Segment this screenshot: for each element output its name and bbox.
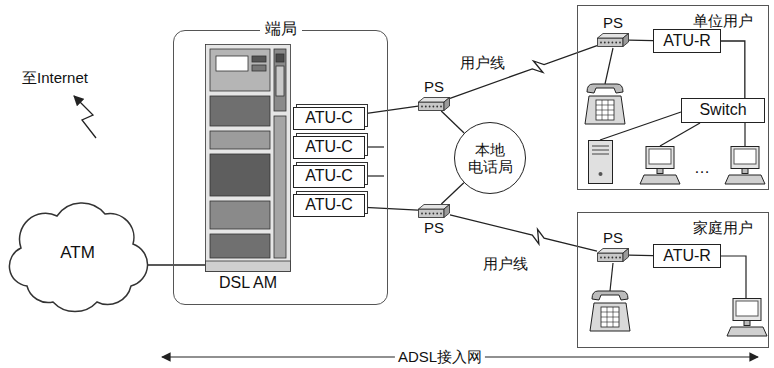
port-wire bbox=[366, 146, 384, 147]
label-patch: … bbox=[691, 159, 713, 177]
splitter-device bbox=[418, 204, 450, 218]
splitter-label: PS bbox=[603, 14, 623, 32]
box-label: Switch bbox=[699, 101, 746, 119]
lan-wire bbox=[721, 256, 746, 298]
splitter: PS bbox=[591, 229, 635, 262]
box-label: ATU-C bbox=[305, 167, 353, 185]
telephone-exchange: 本地 电话局 bbox=[454, 122, 526, 194]
switch-box: Switch bbox=[681, 98, 765, 123]
splitter-device bbox=[418, 97, 450, 111]
line-connector bbox=[441, 183, 463, 204]
group-title: 单位用户 bbox=[693, 12, 753, 29]
label-patch: 至Internet bbox=[19, 69, 91, 86]
box-label: ATU-C bbox=[305, 138, 353, 156]
splitter-label: PS bbox=[603, 229, 623, 247]
modem-box: ATU-C bbox=[293, 194, 365, 217]
lan-wire bbox=[744, 123, 745, 146]
title-patch: 家庭用户 bbox=[688, 219, 758, 236]
group-title: 端局 bbox=[265, 20, 297, 37]
wires bbox=[366, 48, 746, 298]
box-label: ATU-C bbox=[305, 109, 353, 127]
group-title: 家庭用户 bbox=[693, 219, 753, 236]
rack-illustration bbox=[205, 44, 291, 272]
phone-wire bbox=[605, 48, 613, 84]
computer-icon bbox=[640, 147, 680, 185]
user-site-box: 单位用户 PS ATU-R Switch bbox=[577, 5, 769, 190]
modem-box: ATU-C bbox=[293, 136, 365, 159]
splitter-device bbox=[597, 33, 629, 47]
line-connector bbox=[365, 207, 418, 210]
dslam-rack: DSL AM bbox=[205, 44, 291, 292]
modem-box: ATU-R bbox=[653, 244, 721, 268]
computer-icon bbox=[727, 299, 767, 337]
modem-box: ATU-C bbox=[293, 165, 365, 188]
label-patch: 用户线 bbox=[457, 54, 508, 71]
title-patch: 单位用户 bbox=[688, 12, 758, 29]
line-connector bbox=[450, 46, 597, 99]
label-patch: 用户线 bbox=[480, 255, 531, 272]
ellipsis: … bbox=[694, 159, 710, 176]
central-office-box: 端局DSL AMATU-CATU-CATU-CATU-C bbox=[173, 30, 388, 305]
line-connector bbox=[629, 255, 653, 257]
cloud-label: ATM bbox=[60, 243, 95, 263]
line-connector bbox=[146, 264, 205, 265]
phone-wire bbox=[610, 263, 613, 291]
splitter: PS bbox=[412, 204, 456, 237]
splitter-device bbox=[597, 248, 629, 262]
annotation: 至Internet bbox=[22, 69, 88, 86]
modem-box: ATU-C bbox=[293, 107, 365, 130]
port-wire bbox=[366, 175, 384, 176]
line-connector bbox=[721, 41, 745, 98]
telephone-icon bbox=[585, 84, 625, 124]
device-label: DSL AM bbox=[219, 274, 277, 292]
user-site-box: 家庭用户 PS ATU-R bbox=[577, 212, 769, 348]
wireless-link bbox=[74, 96, 96, 138]
line-connector bbox=[365, 106, 418, 113]
splitter-label: PS bbox=[424, 78, 444, 96]
span-label: ADSL接入网 bbox=[398, 348, 482, 365]
label-patch: ADSL接入网 bbox=[395, 348, 485, 365]
splitter-label: PS bbox=[424, 219, 444, 237]
title-patch: 端局 bbox=[260, 20, 302, 38]
line-label: 用户线 bbox=[483, 255, 528, 272]
network-cloud: ATM bbox=[5, 190, 150, 315]
line-connector bbox=[450, 215, 597, 251]
line-label: 用户线 bbox=[460, 54, 505, 71]
computer-icon bbox=[725, 147, 765, 185]
lan-wire bbox=[660, 123, 700, 146]
telephone-icon bbox=[590, 291, 630, 331]
box-label: ATU-R bbox=[663, 247, 711, 265]
modem-box: ATU-R bbox=[653, 29, 721, 53]
line-connector bbox=[629, 40, 653, 42]
splitter: PS bbox=[591, 14, 635, 47]
box-label: ATU-R bbox=[663, 32, 711, 50]
line-connector bbox=[441, 111, 464, 133]
exchange-label: 本地 电话局 bbox=[466, 141, 514, 176]
box-label: ATU-C bbox=[305, 196, 353, 214]
server-tower bbox=[589, 141, 613, 184]
splitter: PS bbox=[412, 78, 456, 111]
